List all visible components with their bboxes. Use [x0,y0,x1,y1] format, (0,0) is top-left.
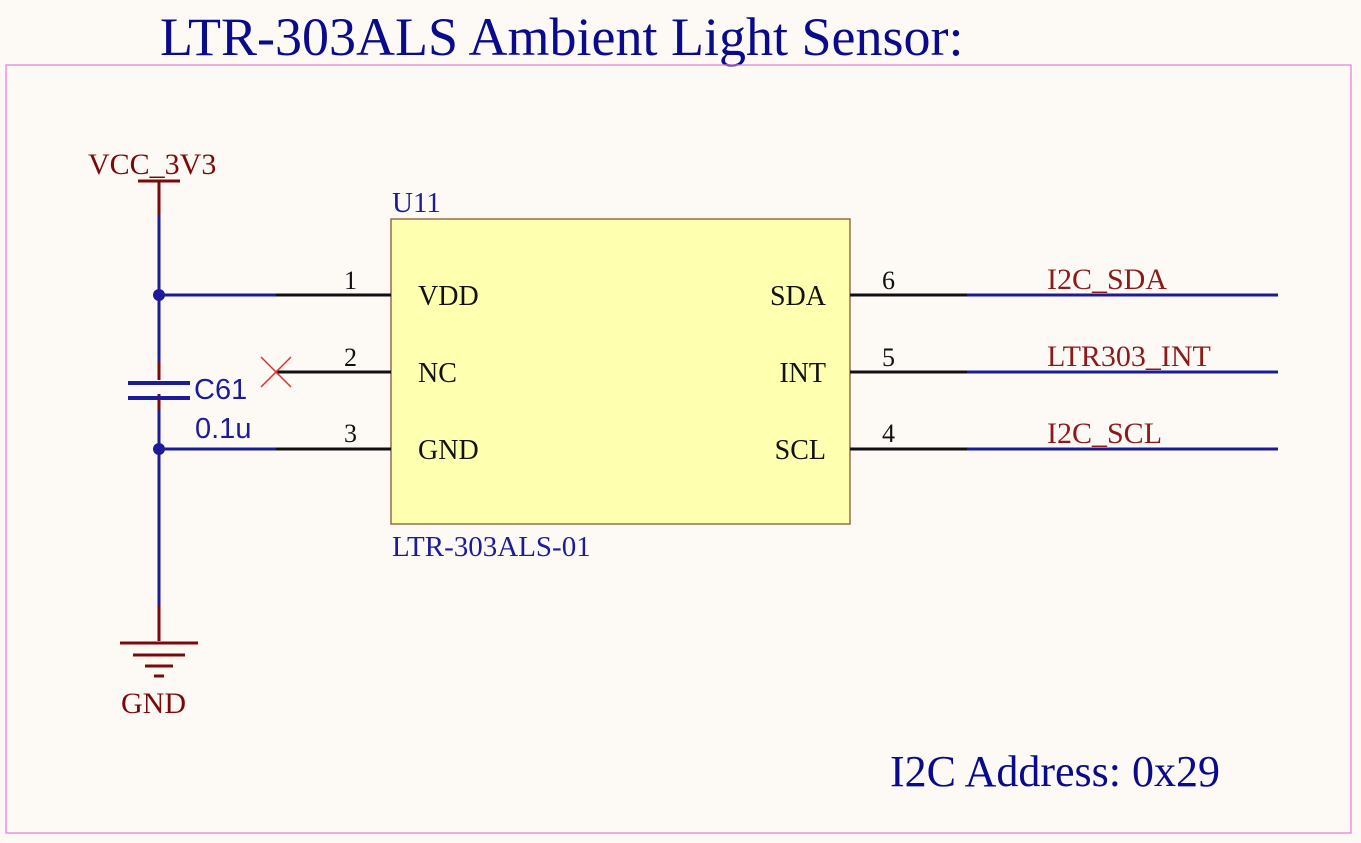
pin-5: 5 INT LTR303_INT [779,340,1278,389]
pin-number: 1 [344,266,357,295]
pin-number: 4 [882,419,895,448]
capacitor-c61: C61 0.1u [128,362,251,445]
pin-name-int: INT [779,358,826,389]
gnd-label: GND [121,687,186,720]
pin-2: 2 NC [260,343,457,389]
pin-1: 1 VDD [276,266,479,312]
pin-name-vdd: VDD [418,281,479,312]
junction-dot [153,289,165,301]
pin-name-scl: SCL [775,435,826,466]
capacitor-value: 0.1u [195,413,251,445]
power-rail [153,216,276,605]
sheet-border [5,64,1352,834]
page-title: LTR-303ALS Ambient Light Sensor: [160,7,964,67]
pin-name-sda: SDA [770,281,827,312]
vcc-label: VCC_3V3 [88,148,216,181]
junction-dot [153,443,165,455]
no-connect-marker [260,356,292,388]
pin-number: 3 [344,419,357,448]
ic-part-number: LTR-303ALS-01 [392,531,591,563]
pin-name-nc: NC [418,358,457,389]
ic-designator: U11 [392,187,441,219]
gnd-power-symbol: GND [120,605,198,720]
pin-6: 6 SDA I2C_SDA [770,263,1278,312]
pin-number: 2 [344,343,357,372]
vcc-power-symbol: VCC_3V3 [88,148,216,216]
i2c-address-note: I2C Address: 0x29 [890,747,1220,796]
capacitor-designator: C61 [194,374,247,406]
net-label-i2c-scl: I2C_SCL [1047,417,1162,450]
pin-3: 3 GND [276,419,479,466]
pin-number: 5 [882,343,895,372]
net-label-i2c-sda: I2C_SDA [1047,263,1167,296]
pin-number: 6 [882,266,895,295]
net-label-ltr303-int: LTR303_INT [1047,340,1211,373]
pin-name-gnd: GND [418,435,479,466]
pin-4: 4 SCL I2C_SCL [775,417,1278,466]
